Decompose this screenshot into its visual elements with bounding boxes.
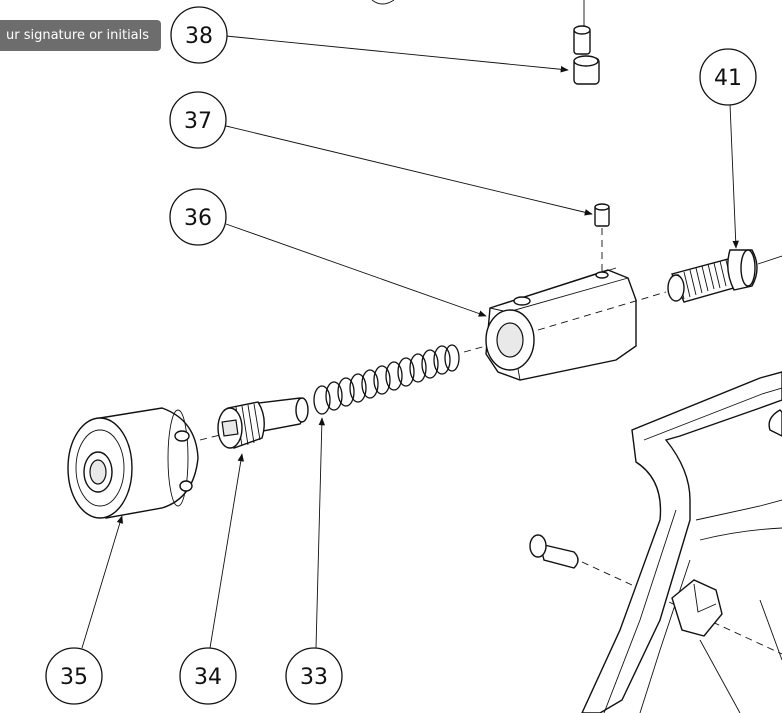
callout-34-label: 34 bbox=[194, 665, 222, 690]
callout-36: 36 bbox=[169, 188, 227, 246]
signature-tooltip: ur signature or initials bbox=[0, 20, 162, 51]
leader-lines bbox=[81, 35, 739, 649]
callout-34: 34 bbox=[179, 647, 237, 705]
part-34-plunger bbox=[217, 397, 309, 449]
callout-35: 35 bbox=[45, 647, 103, 705]
part-33-spring bbox=[313, 344, 460, 415]
callout-38: 38 bbox=[170, 6, 228, 64]
callout-37-label: 37 bbox=[184, 109, 212, 134]
part-38-pin bbox=[371, 0, 600, 85]
callout-41-label: 41 bbox=[714, 66, 742, 91]
part-37-dowel bbox=[594, 203, 610, 272]
housing-body bbox=[581, 371, 782, 713]
callout-37: 37 bbox=[169, 91, 227, 149]
callout-41: 41 bbox=[699, 48, 757, 106]
callout-35-label: 35 bbox=[60, 665, 88, 690]
callout-33: 33 bbox=[285, 647, 343, 705]
callout-36-label: 36 bbox=[184, 206, 212, 231]
part-41-screw bbox=[667, 249, 782, 303]
part-36-coupler bbox=[485, 267, 667, 381]
callout-33-label: 33 bbox=[300, 665, 328, 690]
callout-38-label: 38 bbox=[185, 24, 213, 49]
part-35-knob bbox=[67, 407, 199, 519]
